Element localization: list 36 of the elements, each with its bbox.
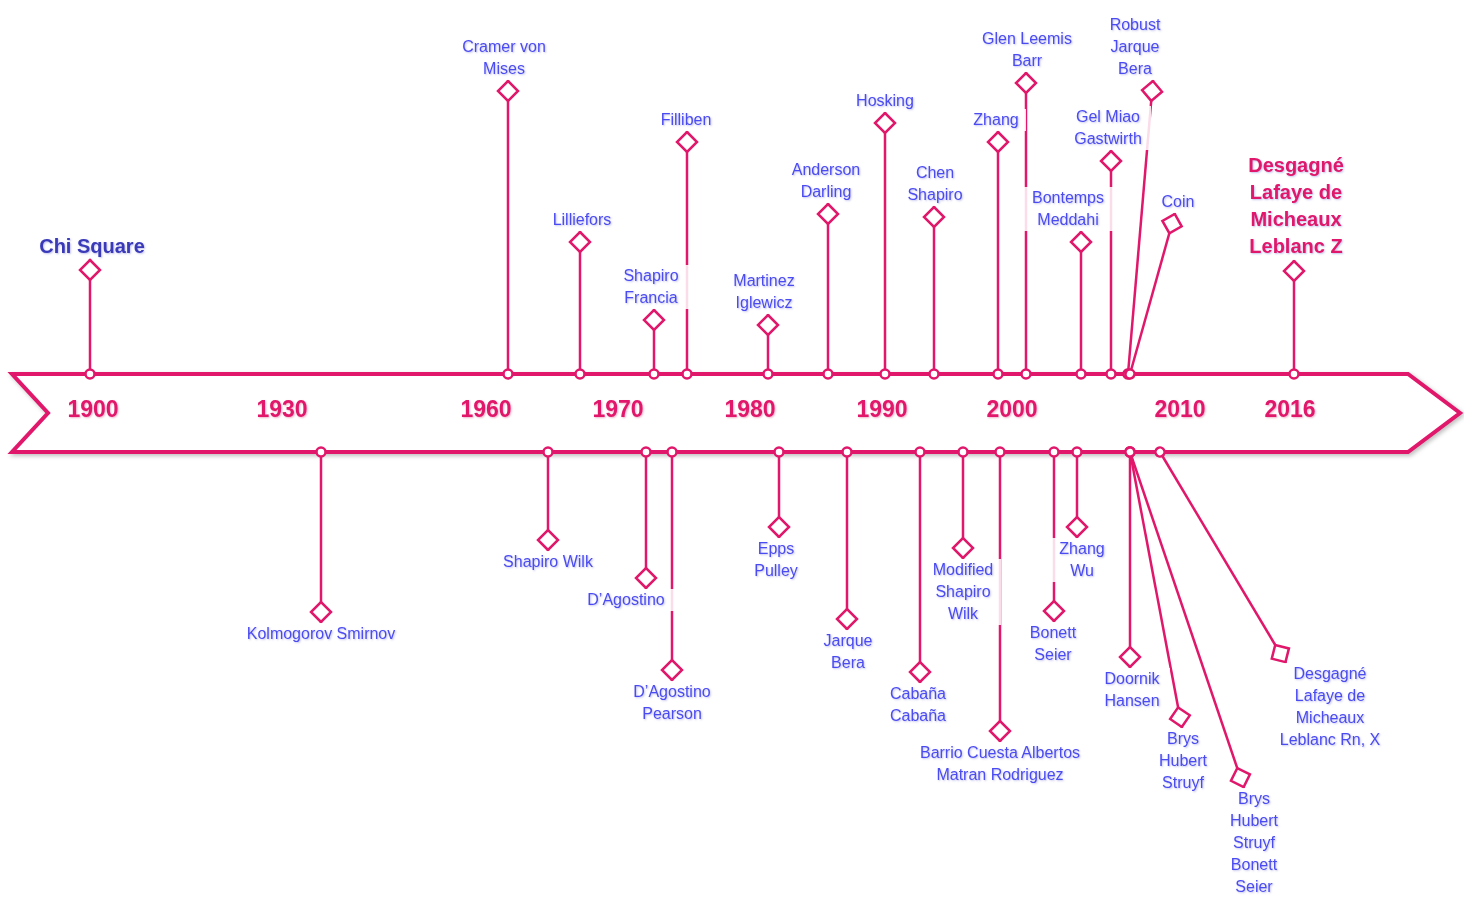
stem-line [496,79,520,380]
year-label: 1970 [592,395,644,424]
year-label: 1980 [724,395,776,424]
year-label: 2016 [1264,395,1316,424]
stem-line [1124,212,1183,380]
year-label: 2000 [986,395,1038,424]
test-name-label: Chi Square [22,233,162,259]
stem-line [1069,230,1093,380]
stem-line [78,258,102,380]
stem-line [756,313,780,380]
stem-line [951,446,975,560]
stem-line [1124,446,1192,729]
stem-line [986,130,1010,380]
year-label: 1900 [67,395,119,424]
stem-line [908,446,932,684]
stem-line [922,205,946,380]
test-name-label: Bontemps Meddahi [1023,187,1113,231]
year-label: 1930 [256,395,308,424]
year-label: 1960 [460,395,512,424]
stem-line [568,230,592,380]
stem-line [873,111,897,380]
stem-line [536,446,560,552]
stem-line [309,446,333,624]
stem-line [1124,446,1252,789]
stem-line [835,446,859,631]
year-label: 2010 [1154,395,1206,424]
stem-line [767,446,791,539]
stem-line [660,446,684,682]
stem-line [1154,446,1291,664]
stem-line [816,202,840,380]
stem-line [634,446,658,590]
stem-line [1065,446,1089,539]
stem-line [1122,79,1164,380]
stem-line [642,308,666,380]
stem-line [1282,259,1306,380]
year-label: 1990 [856,395,908,424]
